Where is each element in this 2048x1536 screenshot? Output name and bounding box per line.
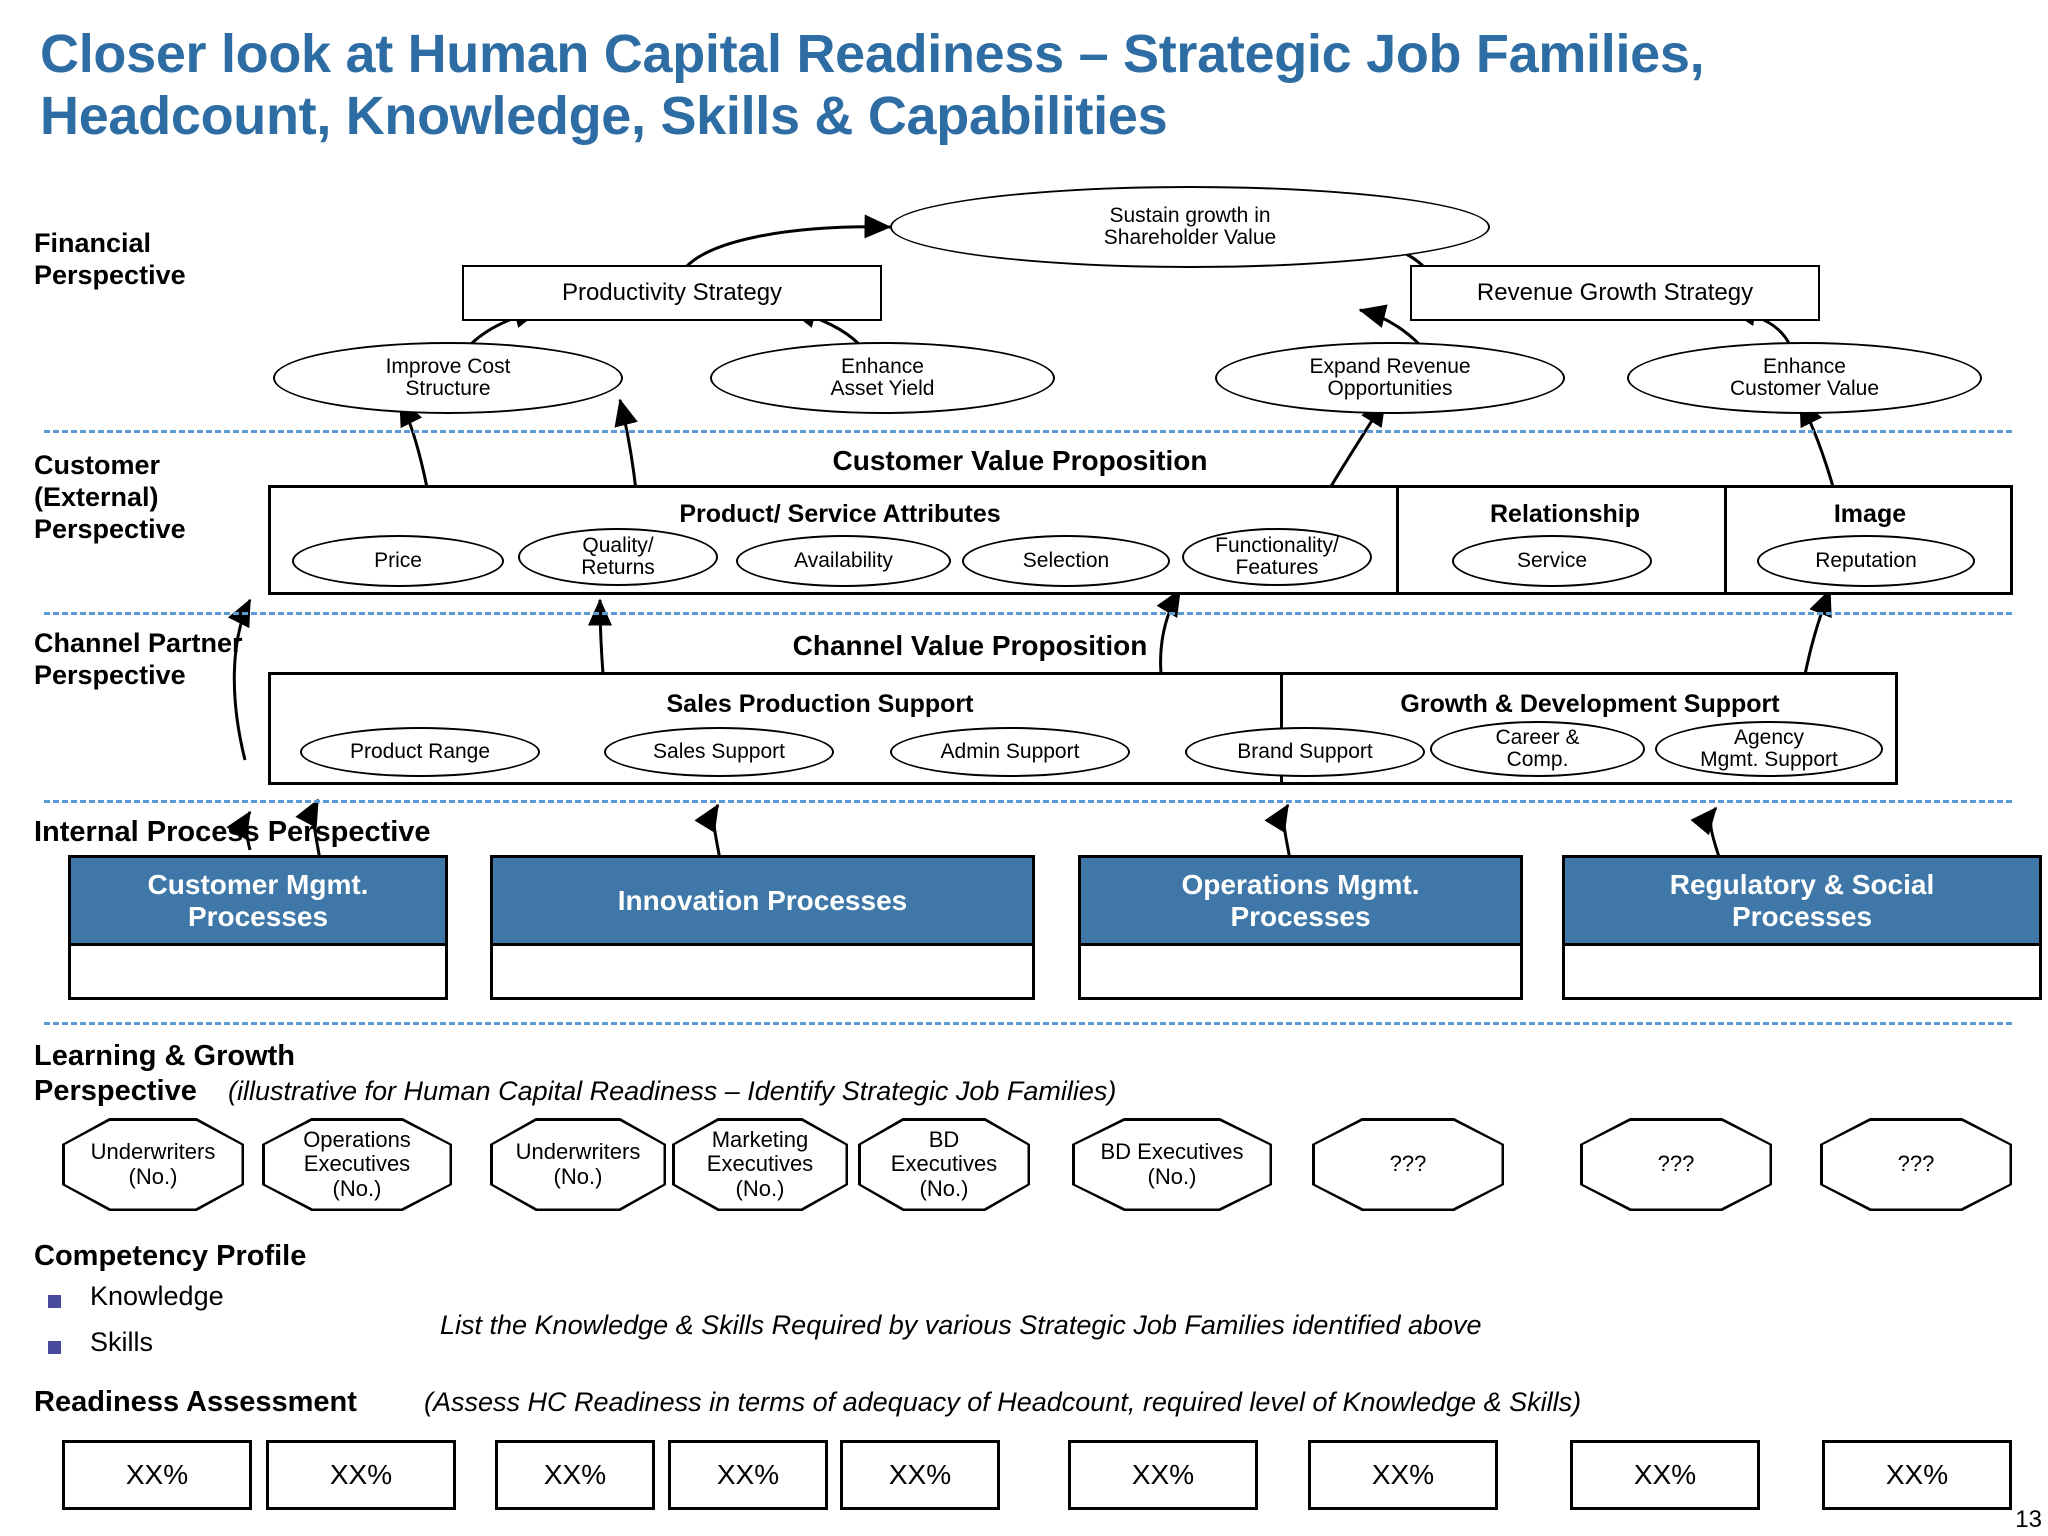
readiness-value-box-9[interactable]: XX% [1822, 1440, 2012, 1510]
octagon-face: BD Executives (No.) [1074, 1120, 1270, 1209]
objective-sustain-growth[interactable]: Sustain growth in Shareholder Value [890, 186, 1490, 268]
objective-expand-revenue-opportunities[interactable]: Expand Revenue Opportunities [1215, 342, 1565, 414]
job-family-octagon-5[interactable]: BD Executives (No.) [858, 1118, 1030, 1211]
job-family-octagon-2[interactable]: Operations Executives (No.) [262, 1118, 452, 1211]
customer-value-proposition-banner: Customer Value Proposition [832, 445, 1208, 476]
octagon-face: ??? [1582, 1120, 1770, 1209]
readiness-value-box-2[interactable]: XX% [266, 1440, 456, 1510]
objective-enhance-customer-value[interactable]: Enhance Customer Value [1627, 342, 1982, 414]
octagon-face: Underwriters (No.) [492, 1120, 664, 1209]
objective-enhance-asset-yield[interactable]: Enhance Asset Yield [710, 342, 1055, 414]
label-channel-partner-perspective: Channel Partner Perspective [34, 628, 243, 690]
job-family-octagon-6[interactable]: BD Executives (No.) [1072, 1118, 1272, 1211]
job-family-octagon-9[interactable]: ??? [1820, 1118, 2012, 1211]
octagon-face: ??? [1822, 1120, 2010, 1209]
job-family-octagon-7[interactable]: ??? [1312, 1118, 1504, 1211]
channel-item-brand-support[interactable]: Brand Support [1185, 727, 1425, 777]
octagon-face: Marketing Executives (No.) [674, 1120, 846, 1209]
readiness-value-box-5[interactable]: XX% [840, 1440, 1000, 1510]
process-header-customer-mgmt: Customer Mgmt. Processes [71, 858, 445, 946]
readiness-assessment-note: (Assess HC Readiness in terms of adequac… [424, 1387, 1582, 1417]
customer-panel-divider-2 [1724, 485, 1727, 595]
process-header-innovation: Innovation Processes [493, 858, 1032, 946]
customer-group-header-product-service: Product/ Service Attributes [679, 500, 1001, 528]
divider-internal-learning [44, 1022, 2012, 1025]
customer-attribute-service[interactable]: Service [1452, 535, 1652, 587]
competency-bullet-skills: Skills [90, 1327, 154, 1357]
job-family-octagon-8[interactable]: ??? [1580, 1118, 1772, 1211]
octagon-face: BD Executives (No.) [860, 1120, 1028, 1209]
octagon-face: ??? [1314, 1120, 1502, 1209]
channel-item-product-range[interactable]: Product Range [300, 727, 540, 777]
channel-group-header-sales-production: Sales Production Support [666, 690, 974, 718]
divider-channel-internal [44, 800, 2012, 803]
customer-attribute-reputation[interactable]: Reputation [1757, 535, 1975, 587]
customer-attribute-availability[interactable]: Availability [736, 535, 951, 587]
readiness-value-box-6[interactable]: XX% [1068, 1440, 1258, 1510]
customer-attribute-functionality-features[interactable]: Functionality/ Features [1182, 528, 1372, 586]
customer-panel-divider-1 [1396, 485, 1399, 595]
learning-growth-note: (illustrative for Human Capital Readines… [228, 1076, 1117, 1106]
job-family-octagon-1[interactable]: Underwriters (No.) [62, 1118, 244, 1211]
process-header-regulatory-social: Regulatory & Social Processes [1565, 858, 2039, 946]
productivity-strategy-box[interactable]: Productivity Strategy [462, 265, 882, 321]
octagon-face: Underwriters (No.) [64, 1120, 242, 1209]
job-family-octagon-4[interactable]: Marketing Executives (No.) [672, 1118, 848, 1211]
process-header-operations-mgmt: Operations Mgmt. Processes [1081, 858, 1520, 946]
page-title: Closer look at Human Capital Readiness –… [40, 24, 1705, 146]
label-internal-process-perspective: Internal Process Perspective [34, 816, 431, 848]
customer-group-header-relationship: Relationship [1489, 500, 1640, 528]
label-learning-growth-line2: Perspective [34, 1075, 197, 1107]
channel-value-proposition-banner: Channel Value Proposition [792, 630, 1148, 661]
readiness-assessment-header: Readiness Assessment [34, 1386, 357, 1418]
revenue-growth-strategy-box[interactable]: Revenue Growth Strategy [1410, 265, 1820, 321]
channel-item-agency-mgmt-support[interactable]: Agency Mgmt. Support [1655, 721, 1883, 777]
channel-group-header-growth-development: Growth & Development Support [1400, 690, 1780, 718]
process-box-customer-mgmt[interactable]: Customer Mgmt. Processes [68, 855, 448, 1000]
page-number: 13 [2015, 1506, 2042, 1533]
process-box-regulatory-social[interactable]: Regulatory & Social Processes [1562, 855, 2042, 1000]
competency-profile-header: Competency Profile [34, 1240, 307, 1272]
channel-item-sales-support[interactable]: Sales Support [604, 727, 834, 777]
objective-improve-cost-structure[interactable]: Improve Cost Structure [273, 342, 623, 414]
competency-note: List the Knowledge & Skills Required by … [440, 1310, 1482, 1340]
readiness-value-box-4[interactable]: XX% [668, 1440, 828, 1510]
job-family-octagon-3[interactable]: Underwriters (No.) [490, 1118, 666, 1211]
octagon-face: Operations Executives (No.) [264, 1120, 450, 1209]
readiness-value-box-1[interactable]: XX% [62, 1440, 252, 1510]
divider-financial-customer [44, 430, 2012, 433]
label-customer-perspective: Customer (External) Perspective [34, 450, 186, 544]
readiness-value-box-3[interactable]: XX% [495, 1440, 655, 1510]
channel-item-career-comp[interactable]: Career & Comp. [1430, 721, 1645, 777]
bullet-marker-skills [48, 1341, 61, 1354]
customer-attribute-quality-returns[interactable]: Quality/ Returns [518, 528, 718, 586]
readiness-value-box-7[interactable]: XX% [1308, 1440, 1498, 1510]
bullet-marker-knowledge [48, 1295, 61, 1308]
process-box-innovation[interactable]: Innovation Processes [490, 855, 1035, 1000]
customer-attribute-selection[interactable]: Selection [962, 535, 1170, 587]
process-box-operations-mgmt[interactable]: Operations Mgmt. Processes [1078, 855, 1523, 1000]
label-financial-perspective: Financial Perspective [34, 228, 186, 290]
customer-attribute-price[interactable]: Price [292, 535, 504, 587]
divider-customer-channel [44, 612, 2012, 615]
competency-bullet-knowledge: Knowledge [90, 1281, 224, 1311]
label-learning-growth-line1: Learning & Growth [34, 1040, 295, 1072]
customer-group-header-image: Image [1833, 500, 1907, 528]
readiness-value-box-8[interactable]: XX% [1570, 1440, 1760, 1510]
channel-item-admin-support[interactable]: Admin Support [890, 727, 1130, 777]
